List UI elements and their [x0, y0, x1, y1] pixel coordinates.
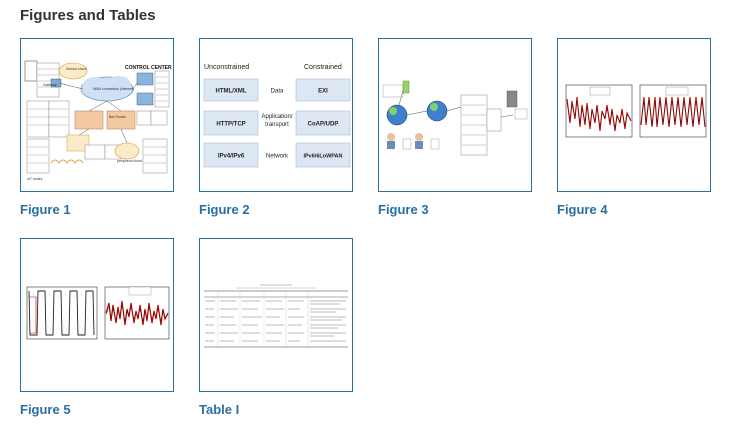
- sensor-cloud-label: Sensor cloud: [66, 67, 86, 71]
- table-1-thumbnail[interactable]: [199, 238, 353, 392]
- figure-2-diagram: Unconstrained Constrained HTML/XML Data …: [203, 64, 351, 168]
- figure-3-caption[interactable]: Figure 3: [378, 202, 429, 217]
- figure-4-caption[interactable]: Figure 4: [557, 202, 608, 217]
- figure-card-5[interactable]: Figure 5: [20, 238, 174, 417]
- gateway-label: Gateway: [43, 83, 57, 87]
- table-1-caption[interactable]: Table I: [199, 402, 240, 417]
- control-center-label: CONTROL CENTER: [125, 65, 172, 71]
- figure-5-caption[interactable]: Figure 5: [20, 402, 71, 417]
- section-heading: Figures and Tables: [20, 7, 156, 24]
- border-router-label: Bdr Router: [109, 115, 127, 119]
- row-1-right: EXI: [318, 89, 328, 95]
- row-1-middle: Data: [271, 89, 284, 95]
- figure-1-thumbnail[interactable]: Sensor cloud Gateway WAN connection (int…: [20, 38, 174, 192]
- figure-card-2[interactable]: Unconstrained Constrained HTML/XML Data …: [199, 38, 353, 217]
- wan-label: WAN connection (internet): [93, 87, 134, 91]
- figure-card-1[interactable]: Sensor cloud Gateway WAN connection (int…: [20, 38, 174, 217]
- figure-5-plots: [26, 286, 170, 340]
- figure-1-caption[interactable]: Figure 1: [20, 202, 71, 217]
- row-3-middle: Network: [266, 154, 289, 160]
- peripheral-cloud-label: peripheral cloud: [117, 159, 142, 163]
- row-2-left: HTTP/TCP: [216, 122, 245, 128]
- table-card-1[interactable]: Table I: [199, 238, 353, 417]
- figure-1-diagram: Sensor cloud Gateway WAN connection (int…: [24, 60, 172, 181]
- figure-4-plots: [565, 84, 707, 138]
- row-2-middle: Application/ transport: [261, 114, 293, 128]
- figure-3-diagram: [382, 80, 528, 156]
- figure-4-thumbnail[interactable]: [557, 38, 711, 192]
- figure-2-caption[interactable]: Figure 2: [199, 202, 250, 217]
- table-1-preview: [204, 284, 348, 348]
- row-2-right: CoAP/UDP: [308, 122, 339, 128]
- unconstrained-label: Unconstrained: [204, 64, 249, 71]
- figure-card-3[interactable]: Figure 3: [378, 38, 532, 217]
- figure-5-thumbnail[interactable]: [20, 238, 174, 392]
- figure-2-thumbnail[interactable]: Unconstrained Constrained HTML/XML Data …: [199, 38, 353, 192]
- row-3-left: IPv4/IPv6: [218, 154, 245, 160]
- row-1-left: HTML/XML: [216, 89, 247, 95]
- iot-nodes-label: IoT nodes: [27, 177, 43, 181]
- row-3-right: IPv6/6LoWPAN: [303, 154, 342, 160]
- constrained-label: Constrained: [304, 64, 342, 71]
- figure-3-thumbnail[interactable]: [378, 38, 532, 192]
- figure-card-4[interactable]: Figure 4: [557, 38, 711, 217]
